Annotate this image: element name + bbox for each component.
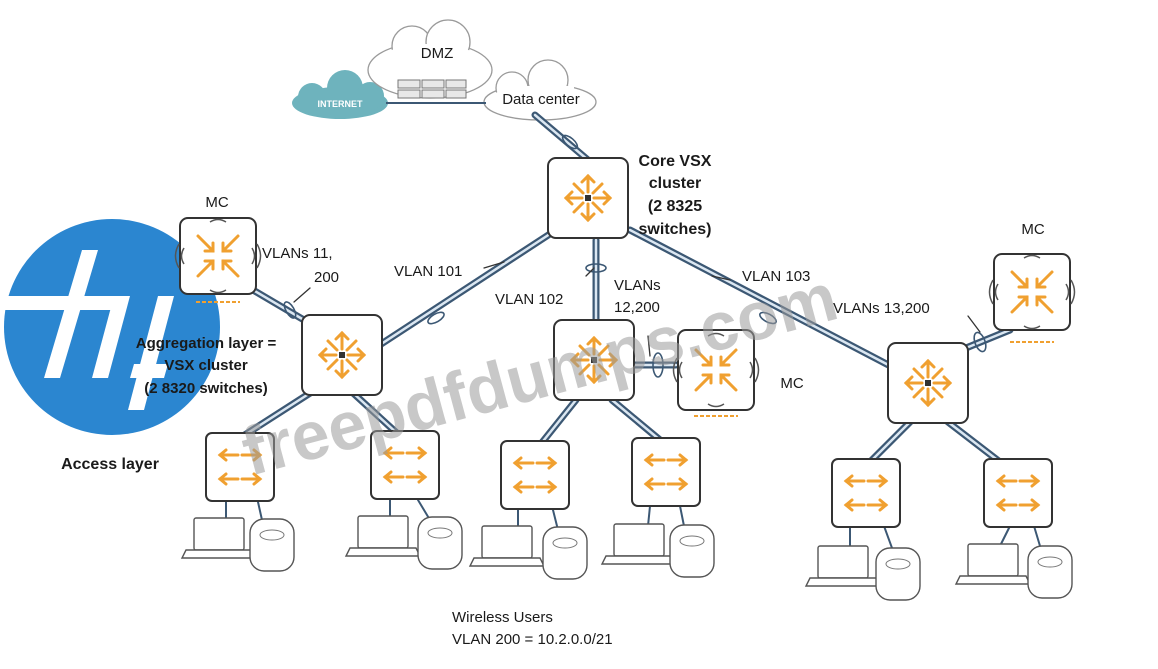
laptop-2 xyxy=(345,515,421,557)
access-point-5 xyxy=(875,547,921,601)
mc-label-center: MC xyxy=(780,375,803,392)
mobility-controller-left xyxy=(174,217,262,303)
vlan-mid-line1: VLANs xyxy=(614,277,661,294)
svg-text:VSX cluster: VSX cluster xyxy=(164,357,248,374)
svg-text:(2 8320 switches): (2 8320 switches) xyxy=(144,380,267,397)
aggregation-switch-left xyxy=(301,314,383,396)
datacenter-label: Data center xyxy=(502,91,580,108)
laptop-1 xyxy=(181,517,257,559)
access-switch-3 xyxy=(500,440,570,510)
core-switch xyxy=(547,157,629,239)
links xyxy=(225,111,1041,549)
mc-label-right: MC xyxy=(1021,221,1044,238)
vlan-101-label: VLAN 101 xyxy=(394,263,462,280)
core-label: Core VSX cluster (2 8325 switches) xyxy=(639,153,712,238)
wireless-users-label: Wireless Users VLAN 200 = 10.2.0.0/21 xyxy=(452,609,613,648)
svg-text:(2 8325: (2 8325 xyxy=(648,198,702,215)
mobility-controller-center xyxy=(672,329,760,417)
access-point-4 xyxy=(669,524,715,578)
svg-text:Aggregation layer =: Aggregation layer = xyxy=(136,335,277,352)
laptop-4 xyxy=(601,523,677,565)
vlan-left-line2: 200 xyxy=(314,269,339,286)
access-switch-5 xyxy=(831,458,901,528)
access-point-6 xyxy=(1027,545,1073,599)
vlan-right-label: VLANs 13,200 xyxy=(833,300,930,317)
access-switch-2 xyxy=(370,430,440,500)
access-switch-6 xyxy=(983,458,1053,528)
laptop-6 xyxy=(955,543,1031,585)
hp-logo xyxy=(3,219,220,435)
vlan-left-line1: VLANs 11, xyxy=(262,245,333,262)
access-switch-1 xyxy=(205,432,275,502)
vlan-mid-line2: 12,200 xyxy=(614,299,660,316)
svg-text:Core VSX: Core VSX xyxy=(639,153,712,170)
svg-text:Wireless Users: Wireless Users xyxy=(452,609,553,626)
access-point-1 xyxy=(249,518,295,572)
internet-label: INTERNET xyxy=(318,99,364,109)
access-point-3 xyxy=(542,526,588,580)
aggregation-label: Aggregation layer = VSX cluster (2 8320 … xyxy=(136,335,277,397)
svg-text:switches): switches) xyxy=(639,221,712,238)
access-switch-4 xyxy=(631,437,701,507)
mobility-controller-right xyxy=(988,253,1076,343)
dmz-label: DMZ xyxy=(421,45,454,62)
vlan-102-label: VLAN 102 xyxy=(495,291,563,308)
svg-text:VLAN 200 = 10.2.0.0/21: VLAN 200 = 10.2.0.0/21 xyxy=(452,631,613,648)
cloud-datacenter: Data center xyxy=(483,59,597,121)
cloud-internet: INTERNET xyxy=(292,70,388,119)
svg-text:cluster: cluster xyxy=(649,175,701,192)
aggregation-switch-right xyxy=(887,342,969,424)
laptop-5 xyxy=(805,545,881,587)
laptop-3 xyxy=(469,525,545,567)
aggregation-switch-center xyxy=(553,319,635,401)
access-layer-label: Access layer xyxy=(61,456,159,473)
dmz-servers xyxy=(397,79,467,99)
mc-label-left: MC xyxy=(205,194,228,211)
cloud-dmz: DMZ xyxy=(367,19,493,99)
access-point-2 xyxy=(417,516,463,570)
vlan-103-label: VLAN 103 xyxy=(742,268,810,285)
